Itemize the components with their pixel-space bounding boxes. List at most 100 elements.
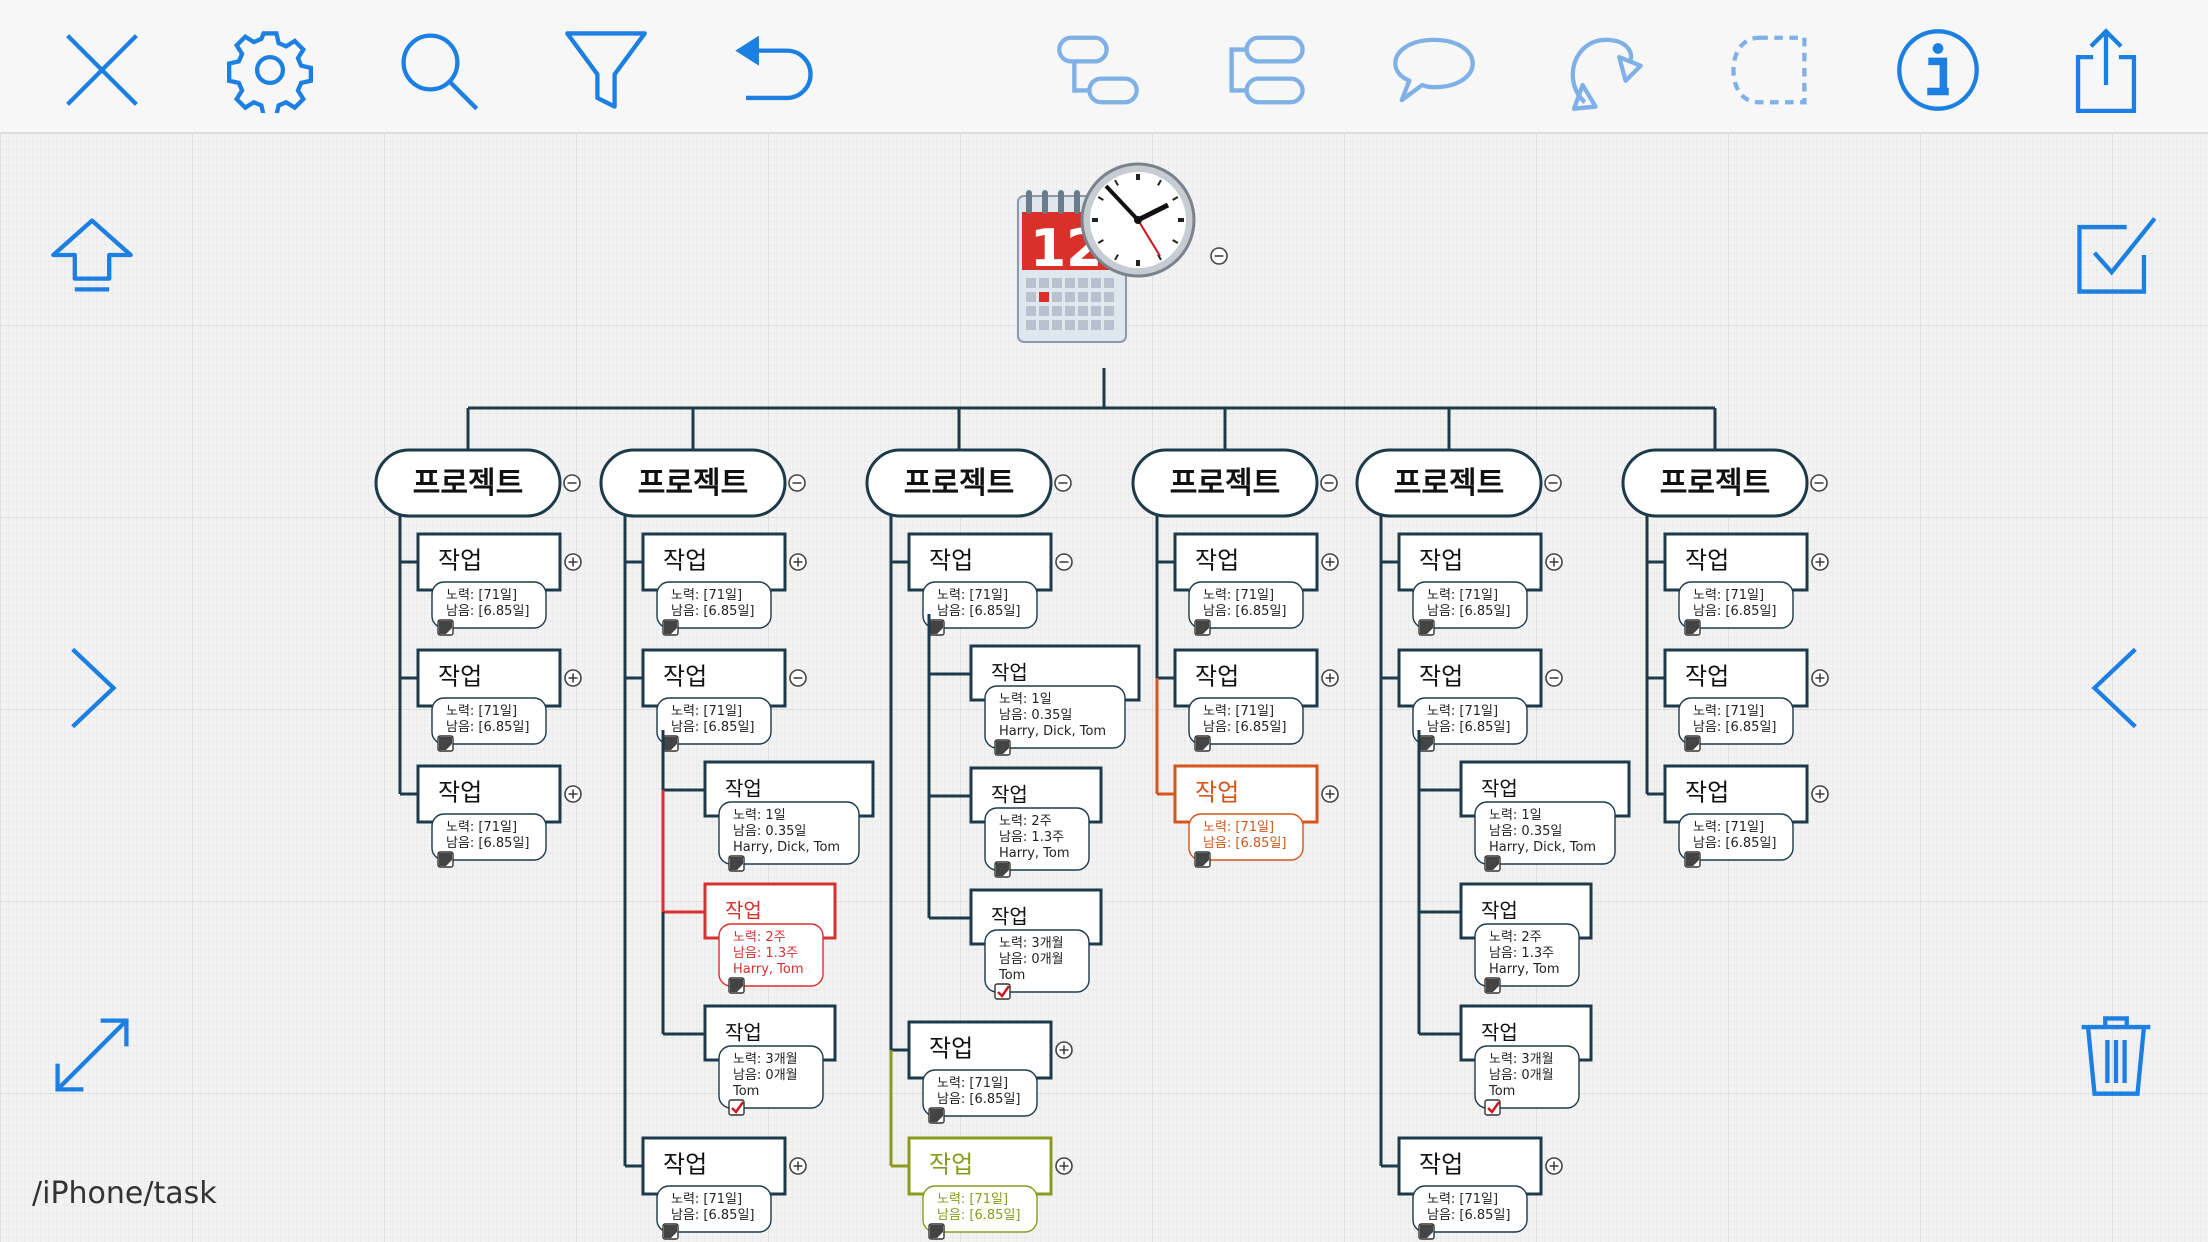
expand-toggle[interactable] bbox=[1545, 1157, 1563, 1175]
task-note[interactable] bbox=[656, 697, 772, 745]
undo-button[interactable] bbox=[724, 20, 824, 120]
search-button[interactable] bbox=[388, 20, 488, 120]
task-note[interactable] bbox=[718, 1045, 824, 1109]
task-label: 작업 bbox=[929, 547, 973, 575]
share-button[interactable] bbox=[2056, 20, 2156, 120]
previous-button[interactable] bbox=[2066, 638, 2166, 738]
task-note[interactable] bbox=[431, 581, 547, 629]
task-note[interactable] bbox=[1474, 801, 1616, 865]
collapse-toggle[interactable] bbox=[1544, 474, 1562, 492]
expand-toggle[interactable] bbox=[1321, 553, 1339, 571]
task-note[interactable] bbox=[984, 685, 1126, 749]
expand-toggle[interactable] bbox=[1055, 1157, 1073, 1175]
task-node[interactable] bbox=[907, 1020, 1053, 1080]
task-note-line: 노력: [71일] bbox=[671, 704, 742, 719]
expand-toggle[interactable] bbox=[789, 1157, 807, 1175]
relationship-button[interactable] bbox=[1552, 20, 1652, 120]
expand-toggle[interactable] bbox=[564, 553, 582, 571]
task-note[interactable] bbox=[1412, 1185, 1528, 1233]
project-label: 프로젝트 bbox=[904, 466, 1014, 501]
task-node[interactable] bbox=[641, 648, 787, 708]
close-button[interactable] bbox=[52, 20, 152, 120]
task-note-line: Harry, Tom bbox=[733, 962, 804, 977]
task-note-line: 노력: [71일] bbox=[1693, 588, 1764, 603]
filter-button[interactable] bbox=[556, 20, 656, 120]
task-note[interactable] bbox=[656, 581, 772, 629]
go-to-parent-button[interactable] bbox=[42, 205, 142, 305]
task-note[interactable] bbox=[1678, 813, 1794, 861]
root-topic-image[interactable]: 12 bbox=[1017, 162, 1196, 343]
task-note[interactable] bbox=[431, 813, 547, 861]
task-node[interactable] bbox=[1663, 648, 1809, 708]
task-note[interactable] bbox=[922, 1069, 1038, 1117]
task-note[interactable] bbox=[1188, 581, 1304, 629]
task-note[interactable] bbox=[1412, 581, 1528, 629]
project-topic[interactable]: 프로젝트 bbox=[1355, 448, 1543, 518]
task-note[interactable] bbox=[1678, 697, 1794, 745]
project-topic[interactable]: 프로젝트 bbox=[865, 448, 1053, 518]
task-note-line: 남음: 0.35일 bbox=[999, 708, 1072, 723]
settings-button[interactable] bbox=[220, 20, 320, 120]
collapse-toggle[interactable] bbox=[1210, 247, 1228, 265]
expand-toggle[interactable] bbox=[1321, 785, 1339, 803]
fit-to-screen-button[interactable] bbox=[42, 1005, 142, 1105]
task-note-line: 노력: 3개월 bbox=[1489, 1052, 1554, 1067]
task-note[interactable] bbox=[1678, 581, 1794, 629]
next-button[interactable] bbox=[42, 638, 142, 738]
callout-button[interactable] bbox=[1384, 20, 1484, 120]
collapse-toggle[interactable] bbox=[1810, 474, 1828, 492]
task-note[interactable] bbox=[718, 923, 824, 987]
task-node[interactable] bbox=[907, 1136, 1053, 1196]
task-node[interactable] bbox=[1173, 532, 1319, 592]
project-topic[interactable]: 프로젝트 bbox=[599, 448, 787, 518]
expand-toggle[interactable] bbox=[1545, 553, 1563, 571]
task-node[interactable] bbox=[416, 532, 562, 592]
add-child-button[interactable] bbox=[1048, 20, 1148, 120]
collapse-toggle[interactable] bbox=[788, 474, 806, 492]
task-note-line: 남음: 0개월 bbox=[1489, 1068, 1554, 1083]
project-topic[interactable]: 프로젝트 bbox=[1131, 448, 1319, 518]
task-node[interactable] bbox=[1173, 764, 1319, 824]
task-node[interactable] bbox=[641, 532, 787, 592]
task-note[interactable] bbox=[656, 1185, 772, 1233]
boundary-button[interactable] bbox=[1720, 20, 1820, 120]
task-node[interactable] bbox=[416, 648, 562, 708]
collapse-toggle[interactable] bbox=[789, 669, 807, 687]
collapse-toggle[interactable] bbox=[1054, 474, 1072, 492]
project-topic[interactable]: 프로젝트 bbox=[1621, 448, 1809, 518]
task-note[interactable] bbox=[984, 807, 1090, 871]
task-node[interactable] bbox=[1173, 648, 1319, 708]
add-sibling-button[interactable] bbox=[1216, 20, 1316, 120]
expand-toggle[interactable] bbox=[789, 553, 807, 571]
project-label: 프로젝트 bbox=[1660, 466, 1770, 501]
expand-toggle[interactable] bbox=[1811, 669, 1829, 687]
expand-toggle[interactable] bbox=[564, 669, 582, 687]
collapse-toggle[interactable] bbox=[563, 474, 581, 492]
info-button[interactable] bbox=[1888, 20, 1988, 120]
collapse-toggle[interactable] bbox=[1545, 669, 1563, 687]
expand-toggle[interactable] bbox=[1321, 669, 1339, 687]
task-note[interactable] bbox=[1474, 1045, 1580, 1109]
task-node[interactable] bbox=[416, 764, 562, 824]
task-note[interactable] bbox=[431, 697, 547, 745]
expand-toggle[interactable] bbox=[564, 785, 582, 803]
task-note[interactable] bbox=[1188, 697, 1304, 745]
task-note[interactable] bbox=[1474, 923, 1580, 987]
task-note[interactable] bbox=[718, 801, 860, 865]
delete-button[interactable] bbox=[2066, 1005, 2166, 1105]
expand-toggle[interactable] bbox=[1055, 1041, 1073, 1059]
task-note[interactable] bbox=[1188, 813, 1304, 861]
task-note[interactable] bbox=[1412, 697, 1528, 745]
collapse-toggle[interactable] bbox=[1055, 553, 1073, 571]
project-topic[interactable]: 프로젝트 bbox=[374, 448, 562, 518]
expand-toggle[interactable] bbox=[1811, 553, 1829, 571]
collapse-toggle[interactable] bbox=[1320, 474, 1338, 492]
task-note[interactable] bbox=[984, 929, 1090, 993]
task-note-line: 남음: [6.85일] bbox=[446, 836, 529, 851]
task-note[interactable] bbox=[922, 1185, 1038, 1233]
task-checkbox-button[interactable] bbox=[2066, 205, 2166, 305]
task-note[interactable] bbox=[922, 581, 1038, 629]
expand-toggle[interactable] bbox=[1811, 785, 1829, 803]
task-label: 작업 bbox=[1419, 663, 1463, 691]
